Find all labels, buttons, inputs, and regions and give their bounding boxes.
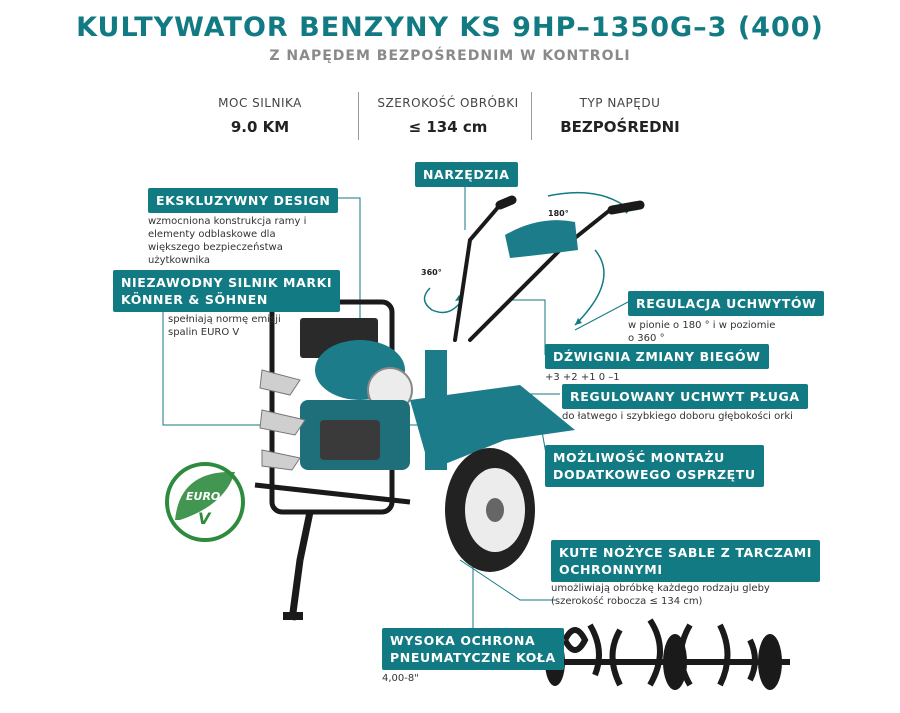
angle-vertical-label: 180° xyxy=(548,209,569,218)
spec-drive: TYP NAPĘDU BEZPOŚREDNI xyxy=(545,96,695,136)
tag-accessories: MOŻLIWOŚĆ MONTAŻU DODATKOWEGO OSPRZĘTU xyxy=(545,445,764,487)
handle-guard xyxy=(505,220,578,258)
desc-design: wzmocniona konstrukcja ramy i elementy o… xyxy=(148,216,307,266)
tag-accessories-line2: DODATKOWEGO OSPRZĘTU xyxy=(553,467,756,482)
badge-v-text: V xyxy=(198,509,212,528)
spec-power: MOC SILNIKA 9.0 KM xyxy=(190,96,330,136)
wheel xyxy=(445,448,535,572)
tag-design: EKSKLUZYWNY DESIGN xyxy=(148,188,339,213)
spec-power-value: 9.0 KM xyxy=(230,118,290,136)
protective-disc xyxy=(663,634,687,690)
euro-v-badge: EURO V xyxy=(165,462,245,542)
desc-wheels: 4,00-8" xyxy=(382,673,419,684)
desc-engine-line1: spełniają normę emisji xyxy=(168,314,281,325)
spec-width-label: SZEROKOŚĆ OBRÓBKI xyxy=(377,96,519,110)
spec-divider xyxy=(531,92,532,140)
spec-drive-label: TYP NAPĘDU xyxy=(579,96,661,110)
desc-tines-line1: umożliwiają obróbkę każdego rodzaju gleb… xyxy=(551,583,770,594)
desc-plow-holder: do łatwego i szybkiego doboru głębokości… xyxy=(562,411,793,422)
product-title: KULTYWATOR BENZYNY KS 9HP–1350G–3 (400) xyxy=(76,12,824,43)
spec-power-label: MOC SILNIKA xyxy=(218,96,302,110)
tag-gear-lever: DŹWIGNIA ZMIANY BIEGÓW xyxy=(545,344,769,369)
tag-handle-adjust: REGULACJA UCHWYTÓW xyxy=(628,291,825,316)
spec-divider xyxy=(358,92,359,140)
badge-euro-text: EURO xyxy=(186,490,220,503)
desc-handle-line1: w pionie o 180 ° i w poziomie xyxy=(628,320,776,331)
spec-width: SZEROKOŚĆ OBRÓBKI ≤ 134 cm xyxy=(368,96,528,136)
angle-horizontal-label: 360° xyxy=(421,268,442,277)
tag-sable-tines: KUTE NOŻYCE SABLE Z TARCZAMI OCHRONNYMI xyxy=(551,540,820,582)
leader-gears xyxy=(510,299,546,355)
desc-tines-line2: (szerokość robocza ≤ 134 cm) xyxy=(551,596,703,607)
tag-tines-line2: OCHRONNYMI xyxy=(559,562,663,577)
leader-tines xyxy=(459,559,555,601)
product-subtitle: Z NAPĘDEM BEZPOŚREDNIM W KONTROLI xyxy=(269,48,631,64)
tag-wheels-line2: PNEUMATYCZNE KOŁA xyxy=(390,650,556,665)
spec-drive-value: BEZPOŚREDNI xyxy=(560,118,680,136)
tag-plow-holder: REGULOWANY UCHWYT PŁUGA xyxy=(562,384,808,409)
tag-accessories-line1: MOŻLIWOŚĆ MONTAŻU xyxy=(553,450,725,465)
desc-engine: spełniają normę emisji spalin EURO V xyxy=(168,313,281,339)
desc-gear-lever: +3 +2 +1 0 –1 xyxy=(545,372,620,383)
left-tines xyxy=(259,369,306,471)
tag-wheels: WYSOKA OCHRONA PNEUMATYCZNE KOŁA xyxy=(382,628,564,670)
handlebars xyxy=(453,195,645,342)
tag-wheels-line1: WYSOKA OCHRONA xyxy=(390,633,536,648)
tag-engine-line2: KÖNNER & SÖHNEN xyxy=(121,292,268,307)
desc-sable-tines: umożliwiają obróbkę każdego rodzaju gleb… xyxy=(551,582,770,608)
tag-tools: NARZĘDZIA xyxy=(415,162,518,187)
tag-engine: NIEZAWODNY SILNIK MARKI KÖNNER & SÖHNEN xyxy=(113,270,341,312)
spec-width-value: ≤ 134 cm xyxy=(408,118,488,136)
rotation-arrow-horizontal xyxy=(423,287,463,314)
desc-handle-line2: o 360 ° xyxy=(628,333,665,344)
transmission xyxy=(425,350,447,470)
support-leg xyxy=(288,511,314,621)
desc-engine-line2: spalin EURO V xyxy=(168,327,240,338)
desc-handle-adjust: w pionie o 180 ° i w poziomie o 360 ° xyxy=(628,319,775,345)
tag-engine-line1: NIEZAWODNY SILNIK MARKI xyxy=(121,275,333,290)
leader-handles xyxy=(574,301,629,331)
tag-tines-line1: KUTE NOŻYCE SABLE Z TARCZAMI xyxy=(559,545,812,560)
fender xyxy=(410,385,575,470)
